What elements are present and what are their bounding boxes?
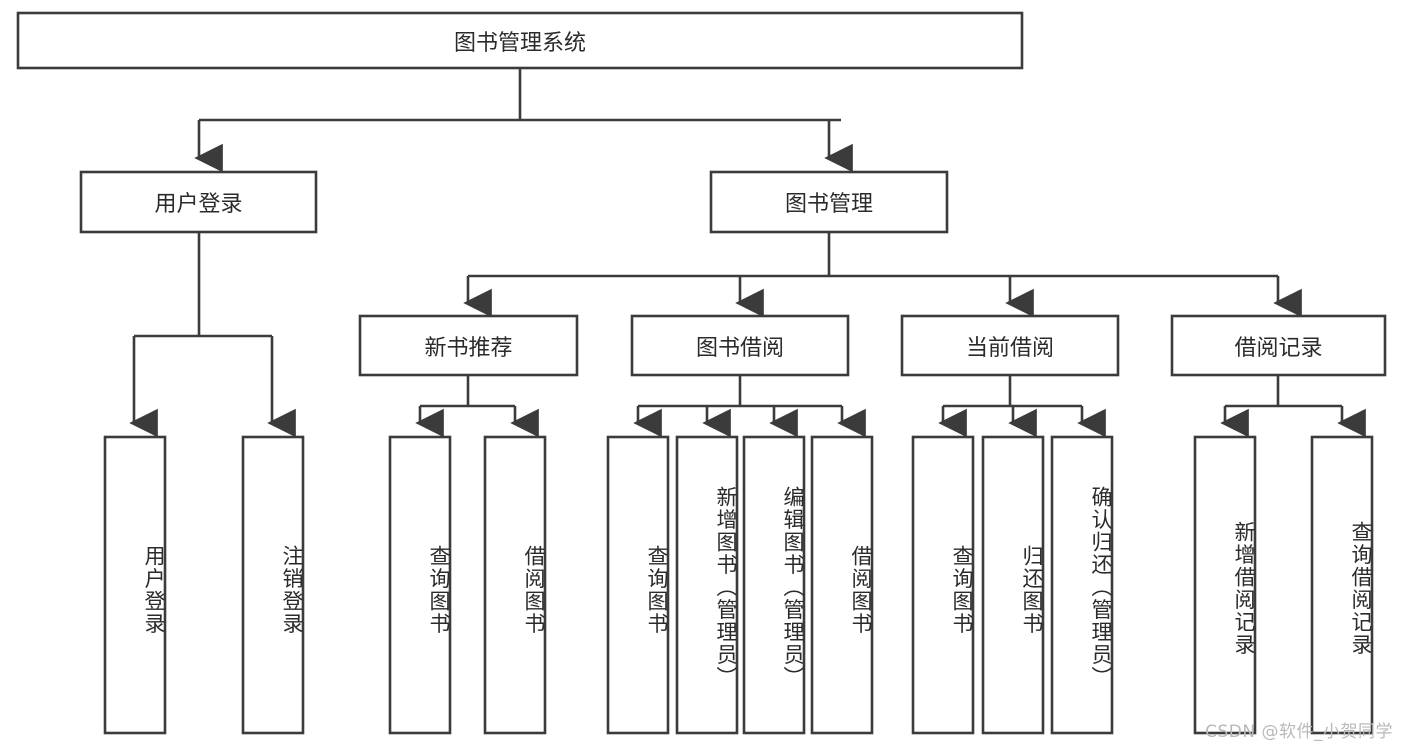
node-box-leaf-query-record[interactable]: [1310, 435, 1374, 735]
node-label-borrow-record: 借阅记录: [1234, 335, 1323, 361]
node-box-leaf-return-book[interactable]: [981, 435, 1045, 735]
node-box-leaf-query-book-3[interactable]: [911, 435, 975, 735]
node-label-leaf-query-book-3: 查询图书: [950, 545, 974, 635]
node-label-user-login: 用户登录: [154, 192, 243, 217]
node-box-root[interactable]: [16, 11, 1024, 70]
node-box-leaf-borrow-book-2[interactable]: [810, 435, 874, 735]
node-label-leaf-return-book: 归还图书: [1020, 545, 1044, 635]
node-box-leaf-edit-book[interactable]: [742, 435, 806, 735]
node-box-borrow-record[interactable]: [1170, 314, 1387, 377]
node-label-leaf-query-book-1: 查询图书: [427, 545, 451, 635]
node-box-leaf-query-book-2[interactable]: [606, 435, 670, 735]
node-label-leaf-confirm-return: 确认归还（管理员）: [1089, 485, 1113, 689]
node-label-leaf-borrow-book-2: 借阅图书: [849, 545, 873, 635]
node-box-leaf-add-record[interactable]: [1193, 435, 1257, 735]
node-label-book-manage: 图书管理: [784, 192, 873, 217]
node-box-leaf-logout[interactable]: [241, 435, 305, 735]
node-label-current-borrow: 当前借阅: [965, 335, 1054, 361]
node-label-leaf-borrow-book-1: 借阅图书: [522, 545, 546, 635]
node-label-book-borrow: 图书借阅: [695, 335, 784, 361]
node-box-book-borrow[interactable]: [630, 314, 850, 377]
node-label-root: 图书管理系统: [453, 30, 586, 56]
node-label-leaf-add-book: 新增图书（管理员）: [714, 485, 738, 689]
node-box-book-manage[interactable]: [709, 170, 949, 234]
node-label-leaf-add-record: 新增借阅记录: [1232, 520, 1256, 656]
node-box-new-book-recommend[interactable]: [358, 314, 579, 377]
node-box-leaf-user-login[interactable]: [103, 435, 167, 735]
node-label-leaf-query-book-2: 查询图书: [645, 545, 669, 635]
node-box-leaf-query-book-1[interactable]: [388, 435, 452, 735]
node-box-leaf-confirm-return[interactable]: [1050, 435, 1114, 735]
node-label-leaf-edit-book: 编辑图书（管理员）: [781, 485, 805, 689]
node-label-leaf-query-record: 查询借阅记录: [1349, 520, 1373, 656]
node-box-leaf-borrow-book-1[interactable]: [483, 435, 547, 735]
node-box-leaf-add-book[interactable]: [675, 435, 739, 735]
node-box-current-borrow[interactable]: [900, 314, 1120, 377]
node-label-new-book-recommend: 新书推荐: [424, 335, 513, 361]
node-label-leaf-user-login: 用户登录: [142, 545, 166, 635]
node-label-leaf-logout: 注销登录: [280, 545, 304, 635]
